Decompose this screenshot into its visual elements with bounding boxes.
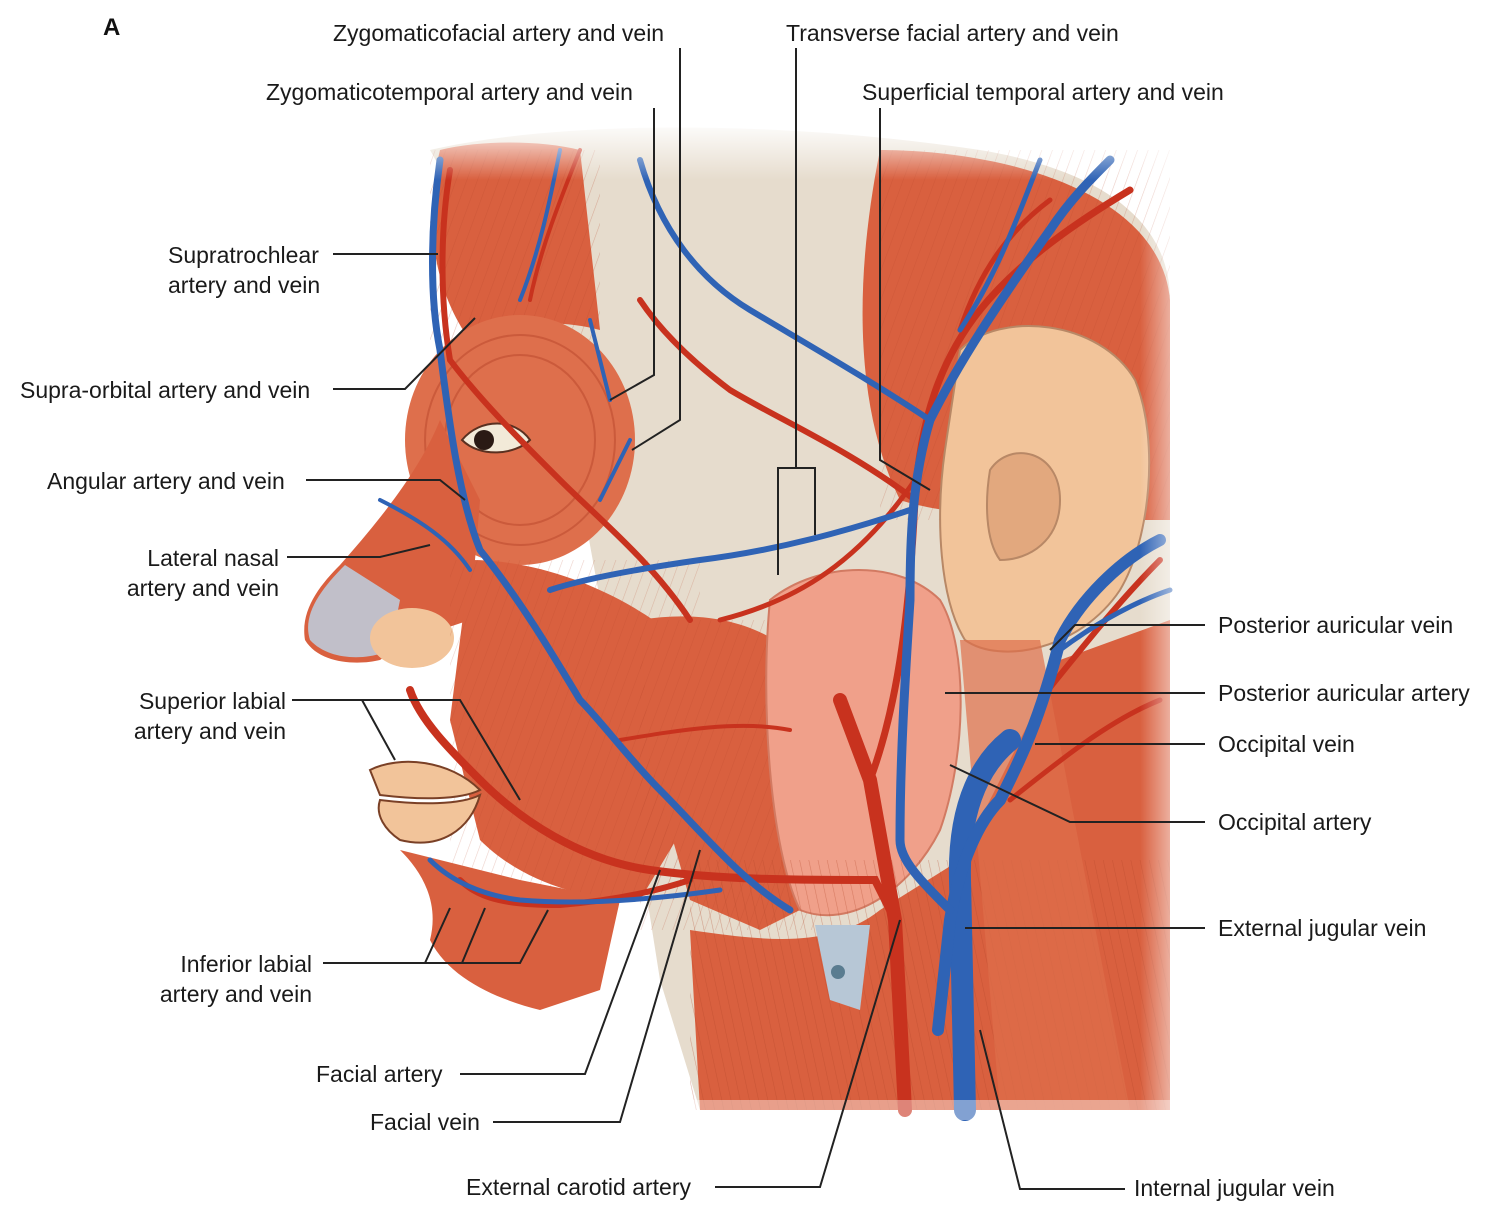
label-posterior-auricular-vein: Posterior auricular vein — [1218, 612, 1454, 638]
leader-zygomaticotemporal — [609, 108, 655, 401]
leader-occipital-artery — [949, 764, 1205, 823]
leader-superficial-temporal — [879, 108, 931, 491]
label-superficial-temporal: Superficial temporal artery and vein — [862, 79, 1224, 105]
leader-lateral-nasal — [287, 544, 431, 558]
label-facial-artery: Facial artery — [316, 1061, 443, 1087]
leader-inferior-labial — [323, 907, 549, 964]
label-supraorbital: Supra-orbital artery and vein — [20, 377, 311, 403]
leader-facial-artery — [460, 869, 661, 1075]
label-external-jugular: External jugular vein — [1218, 915, 1427, 941]
leader-internal-jugular — [979, 1029, 1125, 1190]
leader-lines — [287, 48, 1205, 1190]
label-superior-labial-line1: Superior labial — [138, 688, 286, 714]
label-facial-vein: Facial vein — [370, 1109, 480, 1135]
upper-lip — [368, 760, 482, 800]
nostril — [370, 608, 454, 668]
lower-lip — [377, 793, 482, 844]
panel-letter: A — [103, 14, 121, 41]
leader-posterior-auricular-vein — [1049, 624, 1205, 651]
label-external-carotid: External carotid artery — [466, 1174, 691, 1200]
label-occipital-vein: Occipital vein — [1218, 731, 1355, 757]
label-supratrochlear: Supratrochlear artery and vein — [168, 240, 320, 300]
parotid-gland — [765, 569, 962, 917]
leader-transverse-facial — [777, 48, 816, 575]
label-supratrochlear-line2: artery and vein — [168, 272, 321, 298]
leader-facial-vein — [493, 849, 701, 1123]
label-posterior-auricular-artery: Posterior auricular artery — [1218, 680, 1470, 706]
label-inferior-labial-line1: Inferior labial — [180, 951, 312, 977]
label-superior-labial-line2: artery and vein — [133, 718, 286, 744]
label-superior-labial: Superior labial artery and vein — [124, 686, 286, 746]
label-inferior-labial: Inferior labial artery and vein — [146, 949, 312, 1009]
label-occipital-artery: Occipital artery — [1218, 809, 1372, 835]
label-lateral-nasal-line2: artery and vein — [126, 575, 279, 601]
label-lateral-nasal: Lateral nasal artery and vein — [115, 543, 279, 603]
label-zygomaticofacial: Zygomaticofacial artery and vein — [333, 20, 665, 46]
veins — [378, 148, 1173, 1121]
label-zygomaticotemporal: Zygomaticotemporal artery and vein — [266, 79, 633, 105]
label-inferior-labial-line2: artery and vein — [159, 981, 312, 1007]
leader-angular — [306, 479, 466, 501]
label-lateral-nasal-line1: Lateral nasal — [147, 545, 279, 571]
leader-zygomaticofacial — [631, 48, 681, 451]
leader-external-carotid — [715, 919, 901, 1188]
arteries — [406, 148, 1163, 1117]
chin — [400, 850, 620, 1010]
label-supratrochlear-line1: Supratrochlear — [168, 242, 319, 268]
leader-superior-labial — [292, 699, 521, 801]
label-angular: Angular artery and vein — [47, 468, 285, 494]
label-transverse-facial: Transverse facial artery and vein — [786, 20, 1119, 46]
label-internal-jugular: Internal jugular vein — [1134, 1175, 1335, 1201]
leader-supraorbital — [333, 317, 476, 390]
